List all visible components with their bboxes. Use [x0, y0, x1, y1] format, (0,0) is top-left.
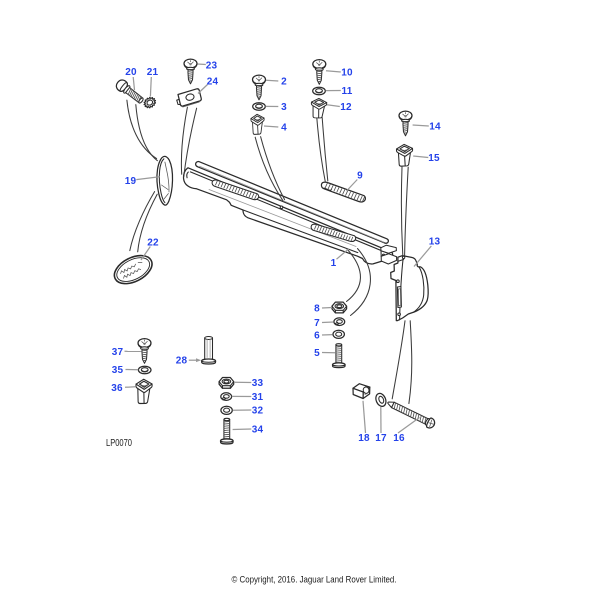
- svg-text:33: 33: [252, 378, 264, 389]
- svg-text:8: 8: [314, 303, 320, 314]
- svg-text:14: 14: [429, 121, 441, 132]
- svg-text:3: 3: [281, 102, 287, 113]
- svg-text:21: 21: [147, 67, 159, 78]
- svg-text:32: 32: [252, 405, 264, 416]
- svg-text:31: 31: [252, 392, 264, 403]
- svg-text:18: 18: [358, 433, 370, 444]
- svg-text:37: 37: [112, 347, 124, 358]
- svg-text:10: 10: [341, 67, 353, 78]
- svg-text:© Copyright, 2016. Jaguar Land: © Copyright, 2016. Jaguar Land Rover Lim…: [232, 575, 397, 585]
- svg-text:24: 24: [207, 76, 219, 87]
- svg-text:5: 5: [314, 348, 320, 359]
- svg-text:9: 9: [357, 170, 363, 181]
- svg-text:4: 4: [281, 122, 287, 133]
- svg-text:11: 11: [342, 86, 353, 97]
- svg-text:16: 16: [393, 433, 405, 444]
- svg-text:2: 2: [281, 76, 287, 87]
- svg-text:19: 19: [125, 176, 137, 187]
- svg-text:LP0070: LP0070: [106, 438, 132, 449]
- svg-text:36: 36: [111, 383, 123, 394]
- svg-text:22: 22: [147, 237, 159, 248]
- svg-text:1: 1: [331, 258, 337, 269]
- svg-text:28: 28: [176, 356, 188, 367]
- svg-text:15: 15: [428, 153, 440, 164]
- svg-text:6: 6: [314, 330, 320, 341]
- svg-text:23: 23: [206, 60, 218, 71]
- svg-text:34: 34: [252, 424, 264, 435]
- svg-text:7: 7: [314, 318, 320, 329]
- svg-text:17: 17: [375, 433, 387, 444]
- svg-text:13: 13: [429, 236, 441, 247]
- svg-text:20: 20: [125, 67, 137, 78]
- svg-text:35: 35: [112, 365, 124, 376]
- svg-text:12: 12: [340, 102, 352, 113]
